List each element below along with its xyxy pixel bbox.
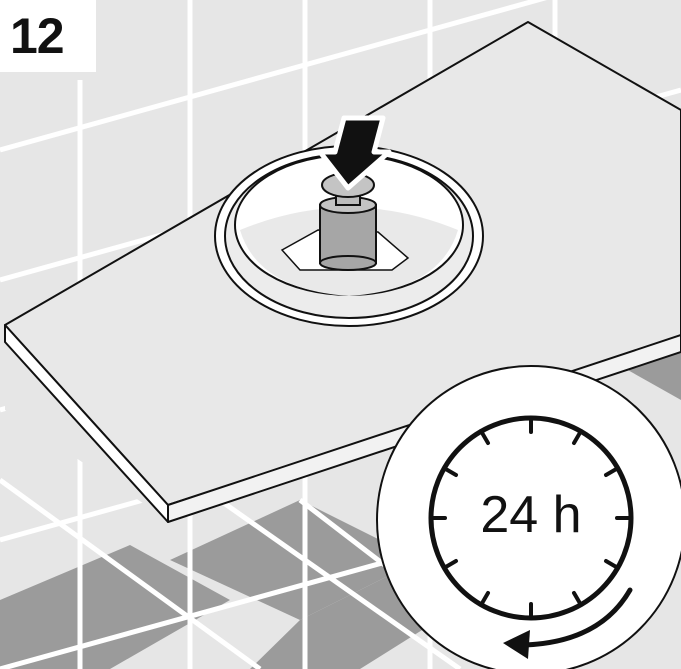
clock-icon [428, 415, 634, 621]
floor-tile-dark [0, 545, 230, 669]
step-number: 12 [10, 8, 65, 64]
floor-tile-dark [170, 500, 420, 620]
step-badge: 12 [0, 0, 96, 72]
timer-badge [376, 365, 681, 669]
timer-duration-label: 24 h [480, 486, 582, 544]
down-arrow-icon [317, 115, 392, 191]
counterclockwise-arrow-icon [503, 587, 633, 659]
